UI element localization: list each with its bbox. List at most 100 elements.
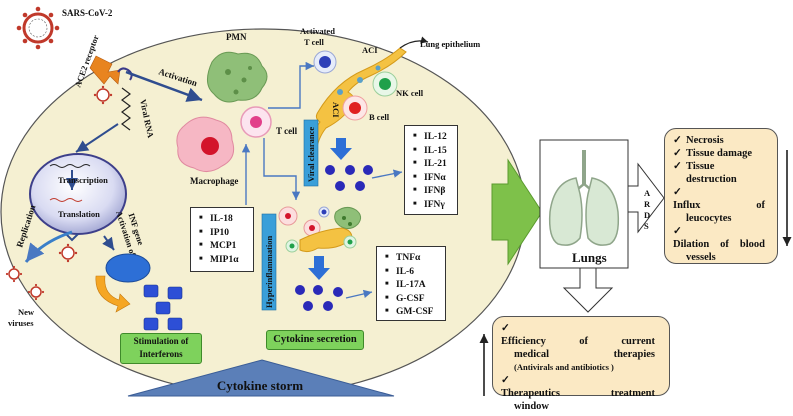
pmn-label: PMN bbox=[226, 32, 247, 42]
green-arrow-to-lungs bbox=[491, 158, 543, 266]
macrophage-nucleus bbox=[201, 137, 219, 155]
aci-rotated-label: ACI bbox=[331, 102, 341, 118]
cytokine-storm-label: Cytokine storm bbox=[217, 378, 303, 393]
inf-gene-arrow bbox=[102, 235, 115, 251]
new-virus-icon-2 bbox=[27, 283, 45, 301]
new-viruses-label-line2: viruses bbox=[8, 318, 34, 328]
ards-arrow bbox=[627, 162, 665, 234]
activated-t-cell-label-line1: Activated bbox=[300, 26, 335, 36]
viral-rna-strand bbox=[121, 87, 131, 131]
innate-cytokine-item: MCP1 bbox=[199, 239, 247, 253]
dna-strand bbox=[49, 164, 91, 168]
lung-epithelium-label: Lung epithelium bbox=[420, 39, 480, 49]
cytokine-list-box: TNFα IL-6 IL-17A G-CSF GM-CSF bbox=[376, 246, 446, 321]
nucleus-out-arrow bbox=[65, 233, 79, 242]
sars-cov-2-virus-icon bbox=[16, 6, 60, 50]
macrophage-label: Macrophage bbox=[190, 176, 238, 186]
interferon-item: IFNβ bbox=[413, 184, 451, 198]
interferon-molecules bbox=[143, 284, 183, 331]
lungs-to-therapy-arrow bbox=[562, 267, 614, 313]
b-cell-nucleus bbox=[349, 102, 361, 114]
interferon-item: IL-21 bbox=[413, 157, 451, 171]
nk-cell-nucleus bbox=[379, 78, 391, 90]
cytokine-storm-arrow bbox=[127, 359, 395, 397]
stimulation-label-line1: Stimulation of bbox=[133, 336, 189, 346]
dots-to-interferons-arrow bbox=[371, 169, 403, 179]
hyperinflammation-label: Hyperinflammation bbox=[264, 235, 274, 308]
translation-label: Translation bbox=[58, 209, 100, 219]
pmn-cell bbox=[207, 51, 268, 103]
progeny-virus-icon bbox=[58, 243, 78, 263]
cytokine-secretion-label: Cytokine secretion bbox=[273, 334, 357, 345]
nucleus bbox=[29, 153, 127, 235]
activation-arrow bbox=[125, 70, 203, 102]
b-cell-label: B cell bbox=[369, 112, 390, 122]
innate-cytokine-item: MIP1α bbox=[199, 253, 247, 267]
t-cell-nucleus bbox=[250, 116, 262, 128]
lungs-label: Lungs bbox=[572, 250, 607, 265]
entry-to-nucleus-arrow bbox=[75, 123, 119, 153]
innate-cytokine-item: IP10 bbox=[199, 226, 247, 240]
new-virus-icon-1 bbox=[5, 265, 23, 283]
pmn-granules bbox=[225, 66, 252, 95]
clearance-cytokine-dots bbox=[325, 165, 373, 191]
interferon-item: IL-12 bbox=[413, 130, 451, 144]
interferon-complex bbox=[105, 253, 151, 283]
therapy-efficiency: Efficiencyofcurrentmedicaltherapies(Anti… bbox=[501, 322, 661, 374]
viral-clearance-label: Viral clearance bbox=[306, 127, 316, 182]
ards-letter-s: S bbox=[644, 221, 649, 231]
viral-clearance-box bbox=[303, 119, 319, 187]
innate-cytokine-box: IL-18 IP10 MCP1 MIP1α bbox=[190, 207, 254, 272]
nk-cell-label: NK cell bbox=[396, 88, 424, 98]
clearance-down-arrow bbox=[330, 138, 352, 160]
cytokine-down-arrow bbox=[308, 256, 330, 280]
secretion-cytokine-dots bbox=[295, 285, 343, 311]
stimulation-of-interferons-box: Stimulation of Interferons bbox=[120, 333, 202, 364]
entry-arrow bbox=[89, 55, 121, 85]
cytokine-item: G-CSF bbox=[385, 292, 439, 306]
therapy-box: Efficiencyofcurrentmedicaltherapies(Anti… bbox=[492, 316, 670, 412]
activated-t-cell-nucleus bbox=[319, 56, 331, 68]
outcome-necrosis: Necrosis bbox=[673, 134, 769, 147]
cytokine-item: GM-CSF bbox=[385, 305, 439, 319]
lungs-icon bbox=[548, 150, 620, 246]
new-viruses-label-line1: New bbox=[18, 307, 35, 317]
ace2-receptor-shape bbox=[117, 67, 133, 81]
ards-letter-a: A bbox=[644, 188, 651, 198]
hyperinflammation-cells bbox=[278, 206, 362, 253]
outcomes-box: Necrosis Tissue damage Tissuedestruction… bbox=[664, 128, 778, 264]
cytokine-secretion-box: Cytokine secretion bbox=[266, 330, 364, 350]
interferon-list-box: IL-12 IL-15 IL-21 IFNα IFNβ IFNγ bbox=[404, 125, 458, 215]
internalized-virus-icon bbox=[93, 85, 113, 105]
t-cell-label: T cell bbox=[276, 126, 298, 136]
innate-cytokine-item: IL-18 bbox=[199, 212, 247, 226]
epithelium-nuclei bbox=[337, 65, 381, 95]
mrna-strand bbox=[49, 198, 83, 202]
aci-label: ACI bbox=[362, 45, 378, 55]
interferon-item: IFNα bbox=[413, 171, 451, 185]
cytokine-item: IL-17A bbox=[385, 278, 439, 292]
secretion-curved-arrow bbox=[95, 275, 131, 313]
lung-epithelium-pointer bbox=[399, 36, 429, 49]
ards-letter-d: D bbox=[644, 210, 650, 220]
sars-cov-2-label: SARS-CoV-2 bbox=[62, 8, 113, 18]
dots-to-cytokines-arrow bbox=[345, 289, 373, 299]
interferon-item: IFNγ bbox=[413, 198, 451, 212]
cytokine-item: TNFα bbox=[385, 251, 439, 265]
ards-letter-r: R bbox=[644, 199, 651, 209]
tcell-to-activated-arrow bbox=[268, 61, 314, 109]
tcell-to-hyperinflammation-arrow bbox=[263, 138, 301, 200]
stimulation-label-line2: Interferons bbox=[139, 349, 183, 359]
transcription-label: Transcription bbox=[58, 175, 108, 185]
diagram-canvas: SARS-CoV-2 ACE2 receptor Viral RNA Trans… bbox=[0, 6, 792, 397]
activated-t-cell-label-line2: T cell bbox=[304, 37, 325, 47]
cytokine-item: IL-6 bbox=[385, 265, 439, 279]
interferon-item: IL-15 bbox=[413, 144, 451, 158]
outcome-tissue-damage: Tissue damage bbox=[673, 147, 769, 160]
hyperinflammation-box bbox=[261, 213, 277, 311]
replication-arrow bbox=[24, 230, 73, 263]
